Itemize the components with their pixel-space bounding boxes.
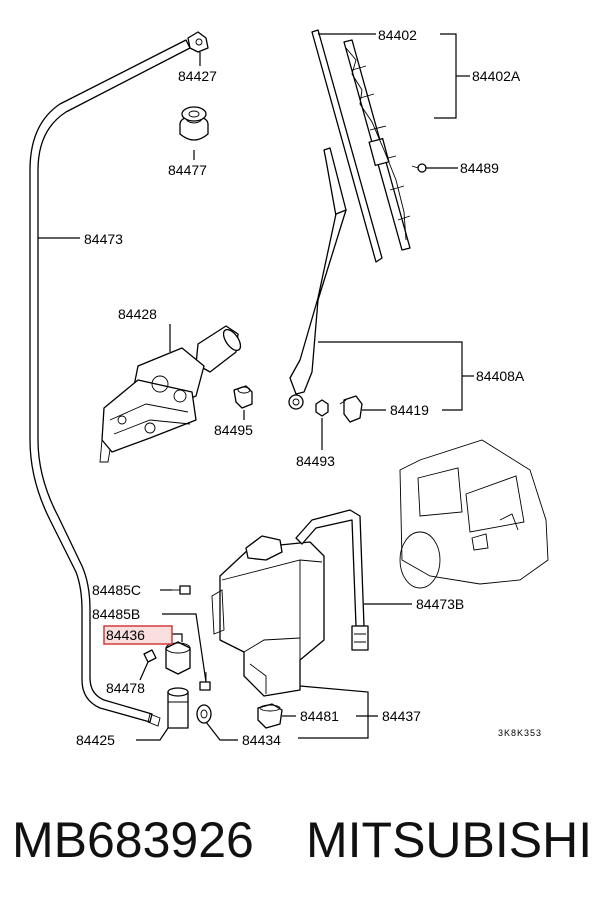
callout-84473[interactable]: 84473 bbox=[84, 231, 123, 247]
callout-84434[interactable]: 84434 bbox=[242, 732, 281, 748]
washer-pump-84436[interactable] bbox=[165, 641, 191, 729]
callout-84473B[interactable]: 84473B bbox=[416, 596, 464, 612]
screw-84489[interactable] bbox=[411, 163, 427, 173]
parts-diagram: 84402 84402A 84489 84427 84477 84473 844… bbox=[29, 27, 549, 748]
highlight-box-84436 bbox=[103, 625, 173, 645]
washer-reservoir[interactable] bbox=[211, 535, 325, 697]
callout-84436[interactable]: 84436 bbox=[106, 627, 145, 643]
callout-84428[interactable]: 84428 bbox=[118, 306, 157, 322]
callout-84478[interactable]: 84478 bbox=[106, 680, 145, 696]
reservoir-hose[interactable] bbox=[295, 509, 369, 651]
grommet-84434[interactable] bbox=[196, 704, 212, 724]
wiper-blade[interactable] bbox=[311, 29, 411, 263]
callout-84481[interactable]: 84481 bbox=[300, 708, 339, 724]
bushing-84495[interactable] bbox=[233, 385, 253, 409]
callout-84489[interactable]: 84489 bbox=[460, 160, 499, 176]
bolt-84485C[interactable] bbox=[172, 585, 191, 595]
caption: MB683926 MITSUBISHI bbox=[0, 810, 600, 880]
callout-84427[interactable]: 84427 bbox=[178, 68, 217, 84]
wiper-arm[interactable] bbox=[288, 147, 347, 410]
callout-84402A[interactable]: 84402A bbox=[472, 68, 521, 84]
callout-84419[interactable]: 84419 bbox=[390, 402, 429, 418]
clip-84427[interactable] bbox=[187, 31, 209, 53]
callout-84493[interactable]: 84493 bbox=[296, 453, 335, 469]
callout-84485B[interactable]: 84485B bbox=[92, 606, 140, 622]
callout-labels: 84402 84402A 84489 84427 84477 84473 844… bbox=[76, 27, 542, 748]
callout-84425[interactable]: 84425 bbox=[76, 732, 115, 748]
callout-84485C[interactable]: 84485C bbox=[92, 582, 141, 598]
callout-84495[interactable]: 84495 bbox=[214, 422, 253, 438]
cap-84419[interactable] bbox=[339, 395, 363, 423]
part-number: MB683926 bbox=[12, 812, 254, 868]
grommet-84477[interactable] bbox=[179, 106, 209, 141]
drawing-code: 3K8K353 bbox=[498, 728, 542, 738]
brand-name: MITSUBISHI bbox=[306, 812, 593, 868]
clip-84478[interactable] bbox=[143, 649, 157, 663]
callout-84477[interactable]: 84477 bbox=[168, 162, 207, 178]
bolt-84485B[interactable] bbox=[199, 672, 211, 691]
cap-84481[interactable] bbox=[257, 703, 283, 729]
callout-84402[interactable]: 84402 bbox=[378, 27, 417, 43]
vehicle-rear-view bbox=[399, 439, 549, 589]
callout-84437[interactable]: 84437 bbox=[382, 708, 421, 724]
leader-lines bbox=[38, 33, 474, 741]
callout-84408A[interactable]: 84408A bbox=[476, 368, 525, 384]
nut-84493[interactable] bbox=[315, 399, 329, 417]
washer-hose[interactable] bbox=[29, 39, 191, 727]
wiper-motor[interactable] bbox=[99, 325, 244, 463]
